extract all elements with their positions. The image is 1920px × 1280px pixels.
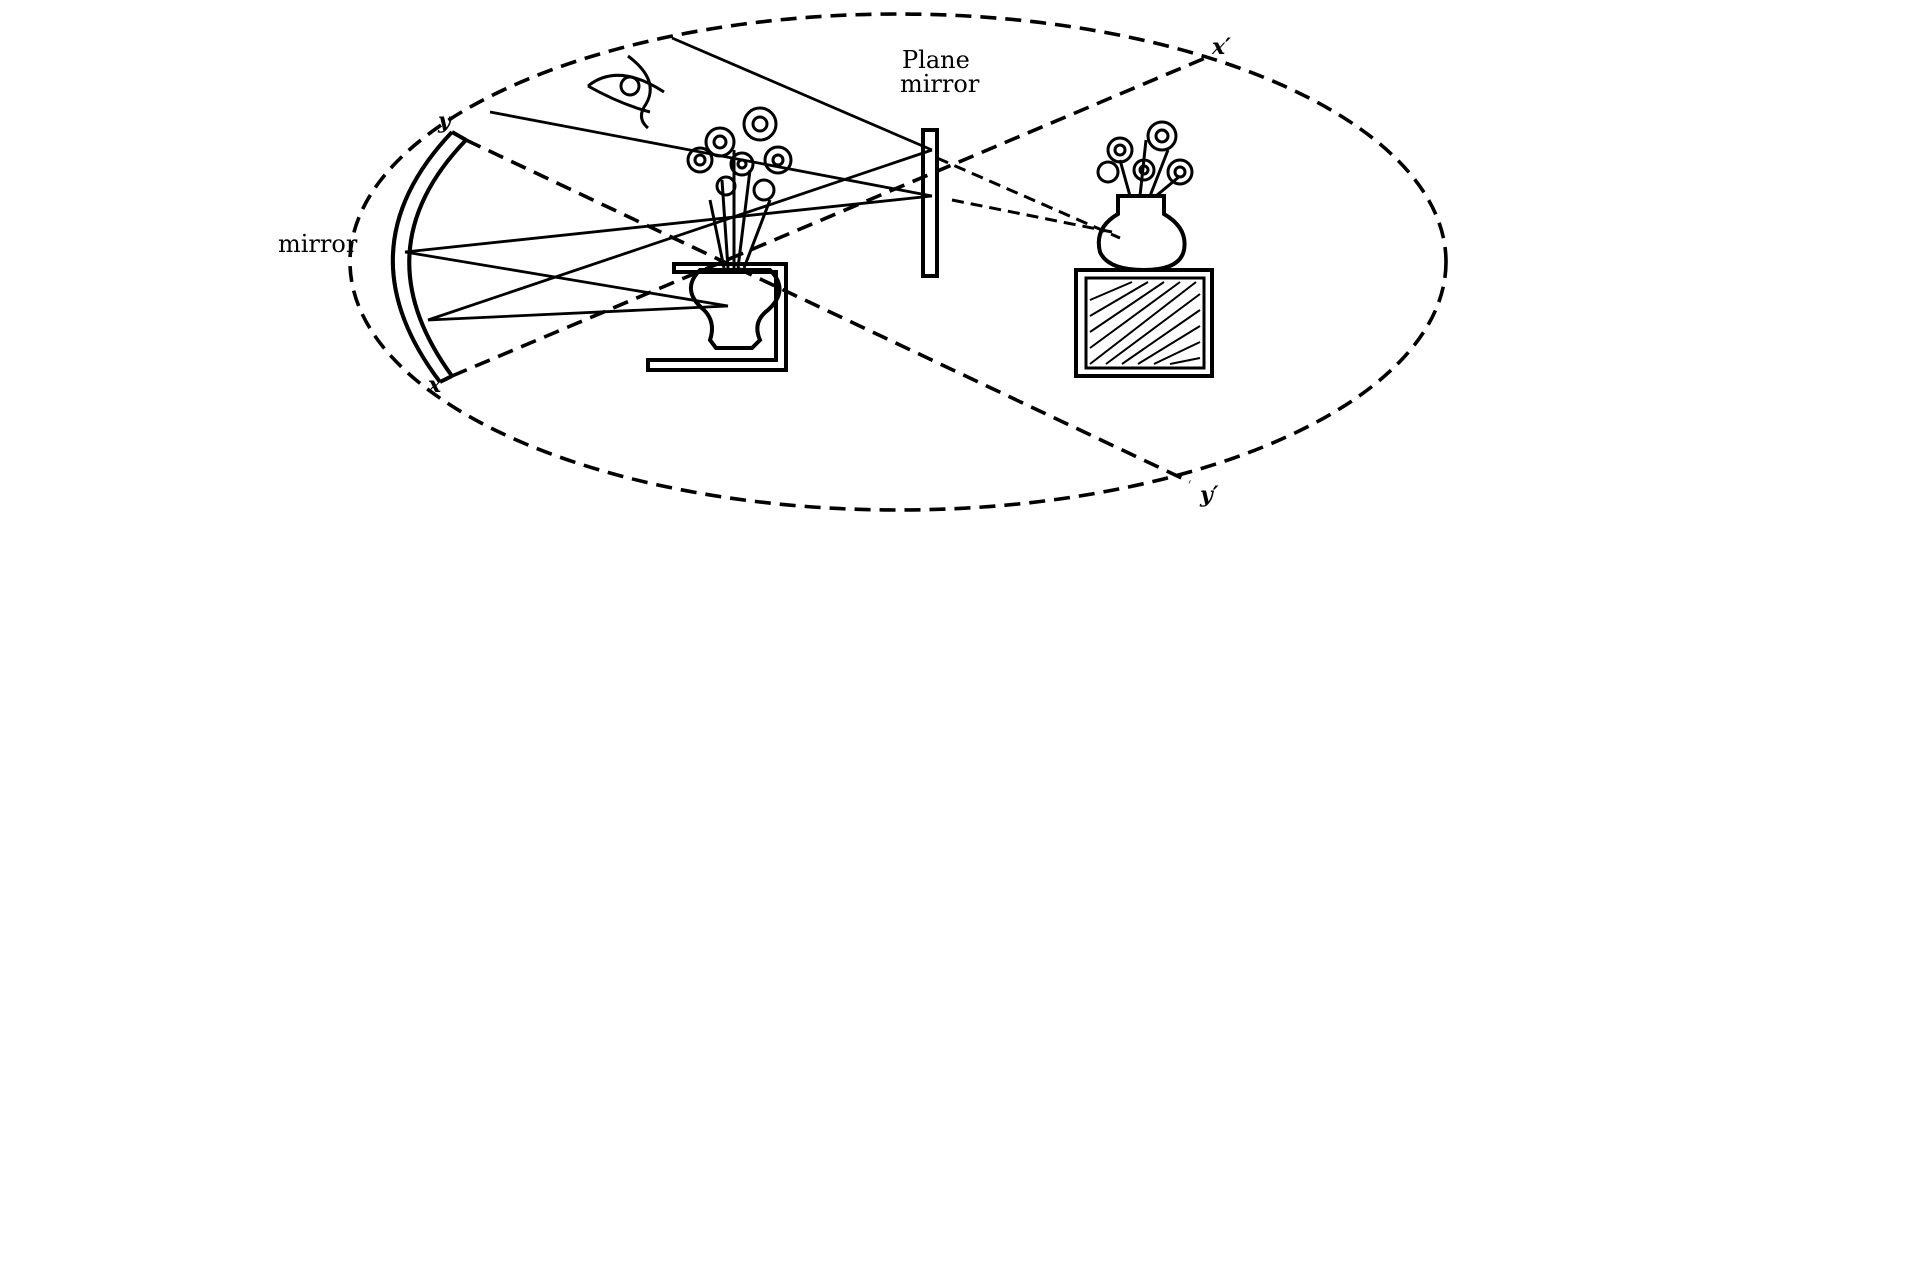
plane-mirror-label-line2: mirror	[900, 70, 980, 98]
eye-icon	[587, 54, 665, 130]
dashed-ellipse	[348, 12, 1448, 512]
point-y-label: y	[437, 108, 453, 134]
point-x-label: x	[427, 372, 442, 398]
virtual-ray-upper	[936, 156, 1121, 240]
plane-mirror-label-line1: Plane	[902, 46, 970, 74]
point-x-prime-label: x′	[1211, 34, 1231, 60]
virtual-ray-lower	[951, 198, 1113, 234]
mirror-label: mirror	[278, 230, 358, 258]
flower-vase-image-icon	[1074, 120, 1214, 378]
plane-mirror	[921, 128, 939, 278]
point-y-prime-label: y′	[1199, 482, 1219, 508]
dashed-line-x-to-x-prime	[451, 54, 1211, 378]
light-rays	[404, 36, 933, 322]
dashed-line-y-to-y-prime	[465, 138, 1191, 484]
flower-vase-icon	[646, 106, 793, 372]
